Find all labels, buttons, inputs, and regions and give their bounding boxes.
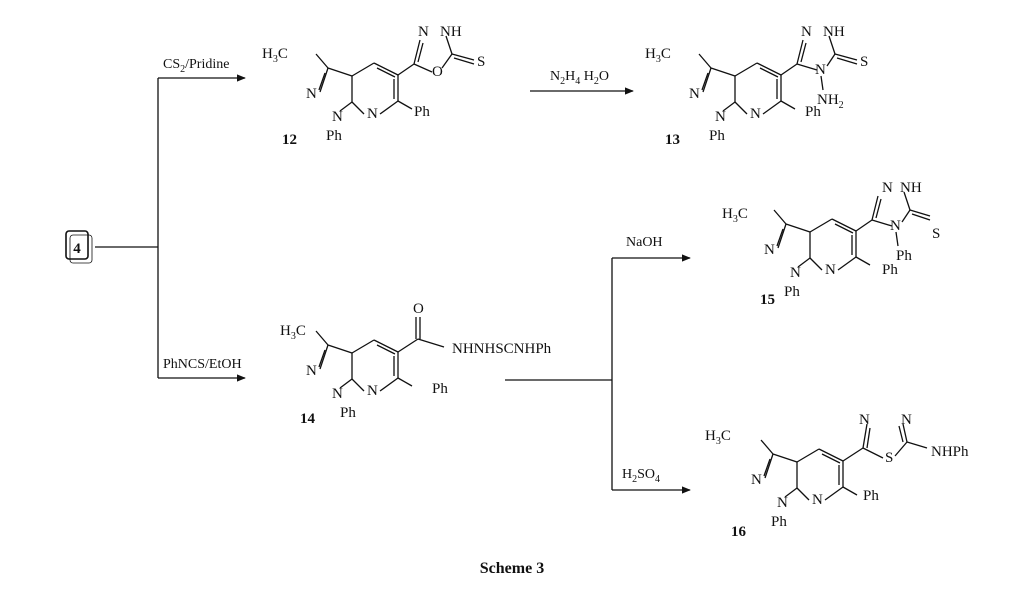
svg-text:N: N — [332, 109, 343, 125]
svg-text:N: N — [825, 262, 836, 278]
svg-text:N: N — [801, 24, 812, 40]
svg-text:Ph: Ph — [784, 284, 800, 300]
svg-text:S: S — [885, 450, 893, 466]
reagent-h2so4: H2SO4 — [622, 467, 660, 485]
svg-text:N: N — [777, 495, 788, 511]
svg-text:N: N — [332, 386, 343, 402]
svg-text:Ph: Ph — [805, 104, 821, 120]
svg-text:N: N — [418, 24, 429, 40]
svg-text:N: N — [306, 86, 317, 102]
compound-14-label: 14 — [300, 411, 316, 427]
svg-text:N: N — [306, 363, 317, 379]
svg-text:Ph: Ph — [882, 262, 898, 278]
svg-text:NH: NH — [900, 180, 922, 196]
svg-text:N: N — [689, 86, 700, 102]
svg-text:NHPh: NHPh — [931, 444, 969, 460]
start-compound-label: 4 — [73, 241, 81, 257]
svg-text:H3C: H3C — [645, 46, 671, 65]
reagent-cs2-pyridine: CS2/Pridine — [163, 57, 229, 75]
compound-14: H3C N N N Ph Ph O NHNHSCNHPh 14 — [280, 301, 552, 427]
svg-text:N: N — [764, 242, 775, 258]
svg-text:Ph: Ph — [771, 514, 787, 530]
compound-13-label: 13 — [665, 132, 680, 148]
svg-text:O: O — [413, 301, 424, 317]
svg-text:S: S — [477, 54, 485, 70]
compound-12-label: 12 — [282, 132, 297, 148]
svg-text:N: N — [901, 412, 912, 428]
reagent-hydrazine-hydrate: N2H4 H2O — [550, 69, 609, 87]
svg-text:Ph: Ph — [340, 405, 356, 421]
svg-text:O: O — [432, 64, 443, 80]
svg-text:N: N — [790, 265, 801, 281]
svg-text:Ph: Ph — [326, 128, 342, 144]
svg-text:N: N — [815, 62, 826, 78]
svg-text:S: S — [860, 54, 868, 70]
compound-15: H3C N N N Ph Ph N NH N S Ph 15 — [722, 180, 940, 308]
svg-text:H3C: H3C — [262, 46, 288, 65]
scheme-caption: Scheme 3 — [480, 560, 544, 577]
svg-text:H3C: H3C — [722, 206, 748, 225]
reagent-naoh: NaOH — [626, 235, 663, 250]
svg-text:NH: NH — [823, 24, 845, 40]
compound-15-label: 15 — [760, 292, 775, 308]
svg-text:Ph: Ph — [432, 381, 448, 397]
svg-text:N: N — [859, 412, 870, 428]
svg-text:N: N — [367, 106, 378, 122]
reagent-phncs-etoh: PhNCS/EtOH — [163, 357, 242, 372]
svg-text:N: N — [751, 472, 762, 488]
svg-text:Ph: Ph — [414, 104, 430, 120]
compound-13: H3C N N N Ph Ph N NH N S NH2 13 — [645, 24, 868, 148]
svg-text:N: N — [882, 180, 893, 196]
compound-16-label: 16 — [731, 524, 747, 540]
svg-text:Ph: Ph — [863, 488, 879, 504]
svg-text:N: N — [890, 218, 901, 234]
svg-text:NHNHSCNHPh: NHNHSCNHPh — [452, 341, 552, 357]
svg-text:S: S — [932, 226, 940, 242]
svg-text:N: N — [812, 492, 823, 508]
svg-text:NH2: NH2 — [817, 92, 844, 111]
svg-text:H3C: H3C — [280, 323, 306, 342]
svg-text:H3C: H3C — [705, 428, 731, 447]
start-compound-box: 4 — [65, 230, 93, 264]
svg-text:Ph: Ph — [709, 128, 725, 144]
svg-text:N: N — [715, 109, 726, 125]
svg-text:N: N — [367, 383, 378, 399]
svg-text:Ph: Ph — [896, 248, 912, 264]
compound-12: H3C N N N Ph Ph N NH O S 12 — [262, 24, 485, 148]
svg-text:N: N — [750, 106, 761, 122]
svg-text:NH: NH — [440, 24, 462, 40]
compound-16: H3C N N N Ph Ph N N S NHPh 16 — [705, 412, 969, 540]
